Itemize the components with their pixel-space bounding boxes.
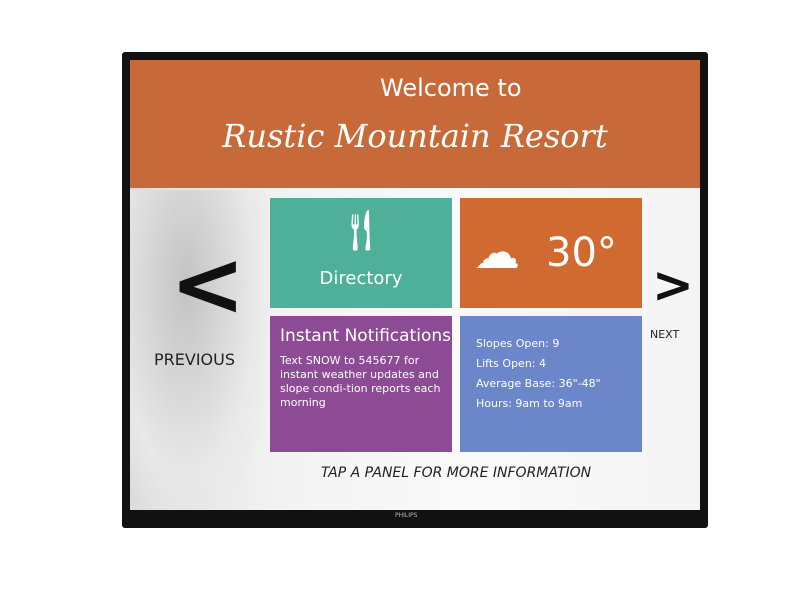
background-tree	[130, 190, 270, 510]
next-arrow-icon[interactable]: >	[652, 256, 694, 314]
previous-arrow-icon[interactable]: <	[170, 232, 246, 337]
lifts-open: Lifts Open: 4	[476, 357, 546, 370]
previous-button[interactable]: PREVIOUS	[154, 350, 235, 369]
next-button[interactable]: NEXT	[650, 328, 680, 341]
kiosk-screen: Welcome to Rustic Mountain Resort 🍴︎ Dir…	[130, 60, 700, 510]
weather-tile[interactable]: ☁︎ 30°	[460, 198, 642, 308]
hours: Hours: 9am to 9am	[476, 397, 583, 410]
notifications-title: Instant Notifications	[280, 326, 451, 346]
notifications-tile[interactable]: Instant Notifications Text SNOW to 54567…	[270, 316, 452, 452]
temperature: 30°	[546, 230, 617, 276]
notifications-text: Text SNOW to 545677 for instant weather …	[280, 354, 441, 409]
header-banner: Welcome to Rustic Mountain Resort	[130, 60, 700, 188]
fork-knife-icon: 🍴︎	[335, 208, 387, 254]
snow-cloud-icon: ☁︎	[474, 225, 520, 279]
tap-instruction: TAP A PANEL FOR MORE INFORMATION	[320, 465, 592, 481]
welcome-text: Welcome to	[380, 74, 522, 102]
resort-name: Rustic Mountain Resort	[222, 117, 608, 155]
slopes-open: Slopes Open: 9	[476, 337, 560, 350]
directory-tile[interactable]: 🍴︎ Directory	[270, 198, 452, 308]
average-base: Average Base: 36"-48"	[476, 377, 601, 390]
conditions-tile[interactable]: Slopes Open: 9 Lifts Open: 4 Average Bas…	[460, 316, 642, 452]
directory-label: Directory	[319, 268, 403, 289]
brand-logo: PHILIPS	[395, 512, 418, 519]
